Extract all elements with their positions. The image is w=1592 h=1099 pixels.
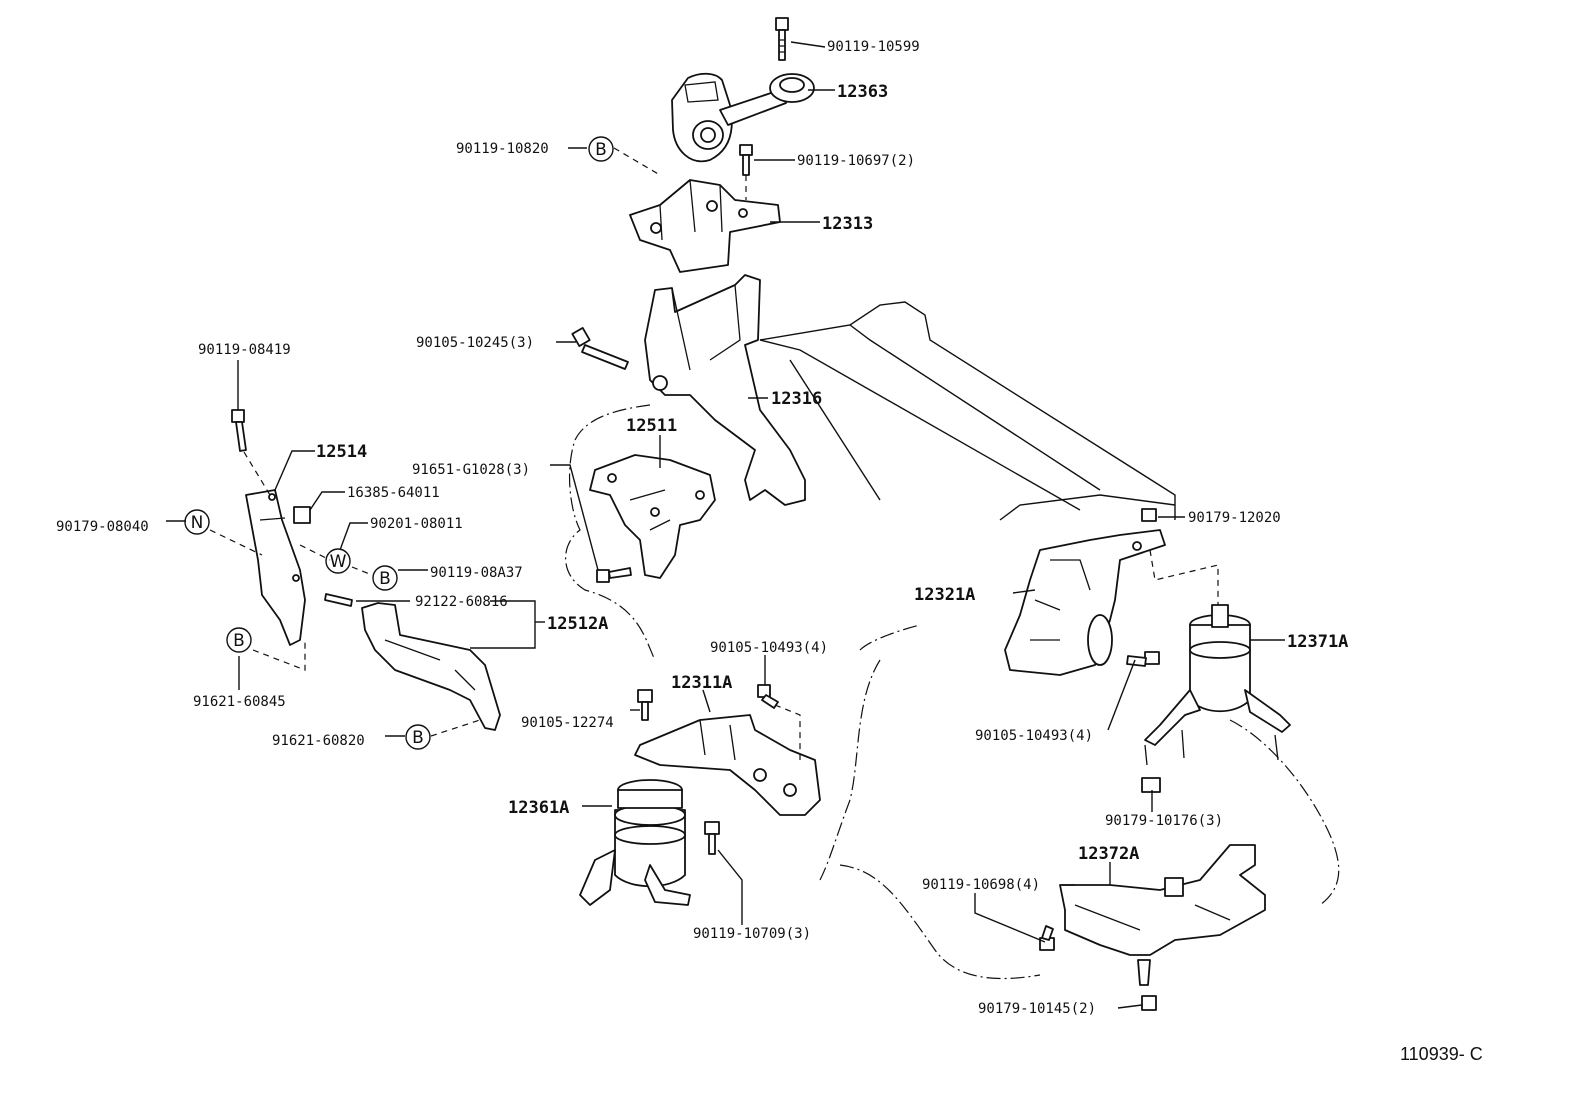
part-label: 90119-08419 xyxy=(198,342,291,358)
part-label: 90119-10820 xyxy=(456,141,549,157)
marker-letter: N xyxy=(191,513,204,533)
marker-letter: W xyxy=(330,552,347,572)
part-label: 91621-60845 xyxy=(193,694,286,710)
part-label: 90179-10145(2) xyxy=(978,1001,1096,1017)
part-labels: 90119-10599 12363 90119-10820 90119-1069… xyxy=(56,39,1348,1017)
bracket-12514 xyxy=(245,489,306,646)
marker-circle-n: N xyxy=(184,509,210,535)
part-label: 90119-10697(2) xyxy=(797,153,915,169)
part-label: 91651-G1028(3) xyxy=(412,462,530,478)
part-label: 90105-10493(4) xyxy=(975,728,1093,744)
part-label: 12372A xyxy=(1078,844,1139,864)
part-label: 90105-12274 xyxy=(521,715,614,731)
bracket-12311a xyxy=(634,714,821,816)
diagram-reference-code: 110939- C xyxy=(1400,1044,1483,1064)
part-label: 12361A xyxy=(508,798,569,818)
marker-letter: B xyxy=(379,569,391,589)
bolt-90119-10697 xyxy=(739,144,753,176)
mount-12361a xyxy=(579,779,691,906)
stud-92122-60816 xyxy=(324,593,353,607)
nut-90179-10176 xyxy=(1141,777,1161,793)
bracket-12372a xyxy=(1059,844,1266,986)
part-label: 12514 xyxy=(316,442,367,462)
part-label: 12371A xyxy=(1287,632,1348,652)
nut-90179-10145 xyxy=(1141,995,1157,1011)
part-label: 91621-60820 xyxy=(272,733,365,749)
engine-outline xyxy=(565,301,1340,980)
bracket-12511 xyxy=(589,454,716,579)
bracket-12313 xyxy=(629,179,781,273)
part-label: 12512A xyxy=(547,614,608,634)
bolt-91651-g1028 xyxy=(596,567,632,583)
nut-16385-64011 xyxy=(293,506,311,524)
bracket-12512a xyxy=(361,602,501,731)
part-label: 90179-10176(3) xyxy=(1105,813,1223,829)
bracket-12321a xyxy=(1004,529,1166,676)
marker-circle-w: W xyxy=(325,548,351,574)
bolt-90119-10709 xyxy=(704,821,720,855)
part-label: 90105-10493(4) xyxy=(710,640,828,656)
leader-lines xyxy=(166,41,1285,1009)
bolt-90105-12274 xyxy=(637,689,653,721)
bolt-90105-10245 xyxy=(571,327,629,370)
bolt-90105-10493-b xyxy=(1126,651,1160,667)
marker-circle-b-1: B xyxy=(588,136,614,162)
marker-letter: B xyxy=(233,631,245,651)
part-label: 12321A xyxy=(914,585,975,605)
part-label: 90179-12020 xyxy=(1188,510,1281,526)
part-label: 92122-60816 xyxy=(415,594,508,610)
marker-letter: B xyxy=(412,728,424,748)
part-label: 12363 xyxy=(837,82,888,102)
part-label: 90179-08040 xyxy=(56,519,149,535)
bolt-90119-10599 xyxy=(775,17,789,61)
bolt-90119-08419 xyxy=(231,409,247,452)
torque-rod-12363 xyxy=(671,72,815,163)
mount-12371a xyxy=(1144,604,1291,766)
part-label: 90119-10599 xyxy=(827,39,920,55)
part-label: 90119-10698(4) xyxy=(922,877,1040,893)
part-label: 12511 xyxy=(626,416,677,436)
bracket-12316 xyxy=(644,274,806,506)
marker-circle-b-2: B xyxy=(372,565,398,591)
bolt-90105-10493-a xyxy=(757,684,779,709)
part-label: 90105-10245(3) xyxy=(416,335,534,351)
part-label: 12313 xyxy=(822,214,873,234)
part-label: 16385-64011 xyxy=(347,485,440,501)
bolt-90119-10698 xyxy=(1039,925,1055,951)
part-label: 90201-08011 xyxy=(370,516,463,532)
marker-circle-b-3: B xyxy=(226,627,252,653)
part-label: 90119-10709(3) xyxy=(693,926,811,942)
part-label: 90119-08A37 xyxy=(430,565,523,581)
part-label: 12316 xyxy=(771,389,822,409)
marker-letter: B xyxy=(595,140,607,160)
nut-90179-12020 xyxy=(1141,508,1157,522)
part-label: 12311A xyxy=(671,673,732,693)
marker-circle-b-4: B xyxy=(405,724,431,750)
